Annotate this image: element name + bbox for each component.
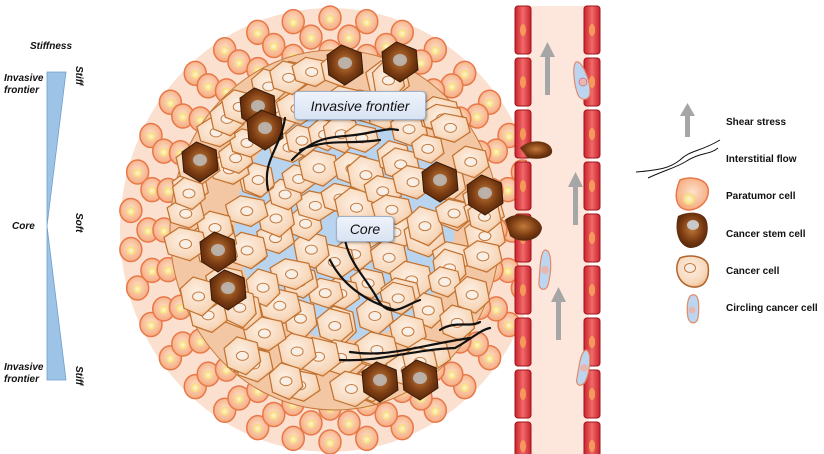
- interstitial-flow-fibers: [265, 116, 492, 362]
- legend-interstitial-flow: Interstitial flow: [726, 154, 797, 165]
- tumor-mass: [119, 5, 530, 454]
- legend-icons: [635, 103, 721, 324]
- stiffness-title: Stiffness: [30, 41, 73, 52]
- paratumor-cell-layer: [119, 5, 530, 454]
- legend-circling-cancer-cell: Circling cancer cell: [726, 303, 818, 314]
- core-tag: Core: [336, 216, 394, 242]
- stiffness-wedge: [46, 71, 67, 381]
- cancer-stem-cell-layer: [181, 41, 504, 403]
- invasive-frontier-tag: Invasive frontier: [294, 91, 426, 120]
- scale-label-core: Core: [12, 221, 35, 232]
- shear-stress-arrows: [540, 42, 583, 340]
- blood-vessel: [505, 5, 601, 454]
- legend-cancer-stem-cell: Cancer stem cell: [726, 229, 806, 240]
- scale-label-invasive-frontier-top: Invasive frontier: [4, 73, 44, 96]
- scale-label-stiff-top: Stiff: [73, 66, 84, 86]
- scale-label-invasive-frontier-bottom: Invasive frontier: [4, 362, 44, 385]
- scale-label-stiff-bottom: Stiff: [73, 366, 84, 386]
- legend-paratumor-cell: Paratumor cell: [726, 191, 796, 202]
- circling-cancer-cells: [538, 61, 591, 386]
- legend-cancer-cell: Cancer cell: [726, 266, 780, 277]
- scale-label-soft: Soft: [73, 213, 84, 233]
- legend-shear-stress: Shear stress: [726, 117, 787, 128]
